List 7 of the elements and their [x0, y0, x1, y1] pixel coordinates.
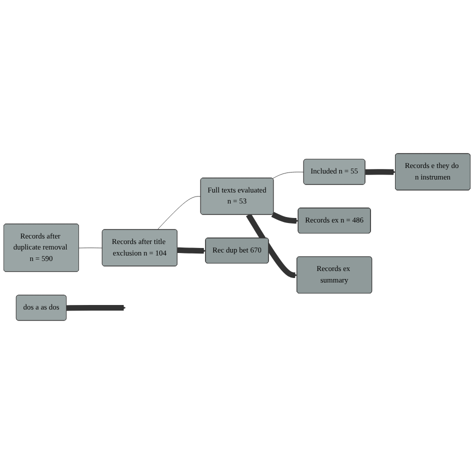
- arrow: [176, 247, 206, 254]
- arrow: [246, 213, 298, 278]
- arrow: [271, 212, 299, 224]
- arrow: [365, 169, 396, 175]
- connector: [272, 172, 304, 179]
- connector: [157, 196, 202, 230]
- arrow: [66, 304, 126, 311]
